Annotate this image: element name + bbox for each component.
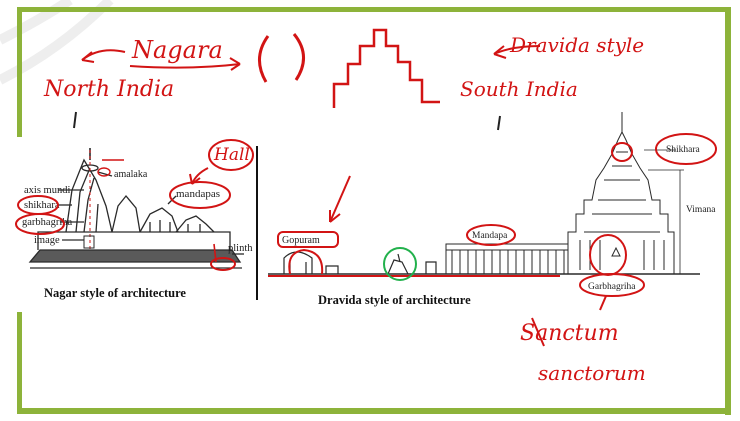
nagara-text: Nagara	[131, 36, 223, 64]
label-shikhara-dravida: Shikhara	[666, 145, 701, 155]
dravida-figure: Gopuram Mandapa Shikhara Vimana Garbhagr…	[268, 112, 717, 347]
label-mandapas: mandapas	[176, 188, 220, 200]
dravida-annotations	[277, 133, 717, 347]
north-india-tick	[73, 111, 77, 129]
label-shikhara-nagar: shikhara	[24, 200, 60, 211]
nagar-caption: Nagar style of architecture	[44, 286, 186, 300]
north-india-text: North India	[43, 77, 174, 102]
dravida-caption: Dravida style of architecture	[318, 293, 471, 307]
label-image: image	[34, 235, 60, 246]
label-vimana: Vimana	[686, 205, 716, 215]
label-gopuram: Gopuram	[282, 235, 320, 246]
mandapa-drawing	[445, 243, 569, 275]
south-india-text: South India	[460, 77, 578, 101]
hall-text: Hall	[213, 145, 250, 165]
handwritten-notes-top: Nagara North India Dravida style South I…	[43, 28, 644, 131]
label-mandapa: Mandapa	[472, 231, 508, 241]
nagara-right-arrow	[129, 63, 241, 69]
label-amalaka: amalaka	[114, 169, 148, 180]
label-garbhagriha-nagar: garbhagriha	[22, 217, 72, 228]
nagara-shape-sketch	[258, 33, 305, 83]
label-plinth: plinth	[228, 243, 253, 254]
green-frame	[17, 7, 731, 415]
label-axis-mundi: axis mundi	[24, 185, 70, 196]
sanctorum-text: sanctorum	[538, 361, 646, 385]
dravida-shape-sketch	[332, 28, 440, 108]
handwritten-notes-bottom: Sanctum sanctorum	[520, 321, 646, 385]
south-india-tick	[497, 115, 501, 131]
nagar-figure: axis mundi shikhara garbhagriha image am…	[15, 139, 258, 300]
dravida-style-text: Dravida style	[509, 33, 644, 57]
nagar-temple-drawing	[28, 148, 244, 269]
small-shrine-drawing	[387, 253, 409, 275]
sanctum-text: Sanctum	[520, 321, 619, 346]
nagar-red-circles	[15, 139, 254, 271]
label-garbhagriha-dravida: Garbhagriha	[588, 282, 636, 292]
